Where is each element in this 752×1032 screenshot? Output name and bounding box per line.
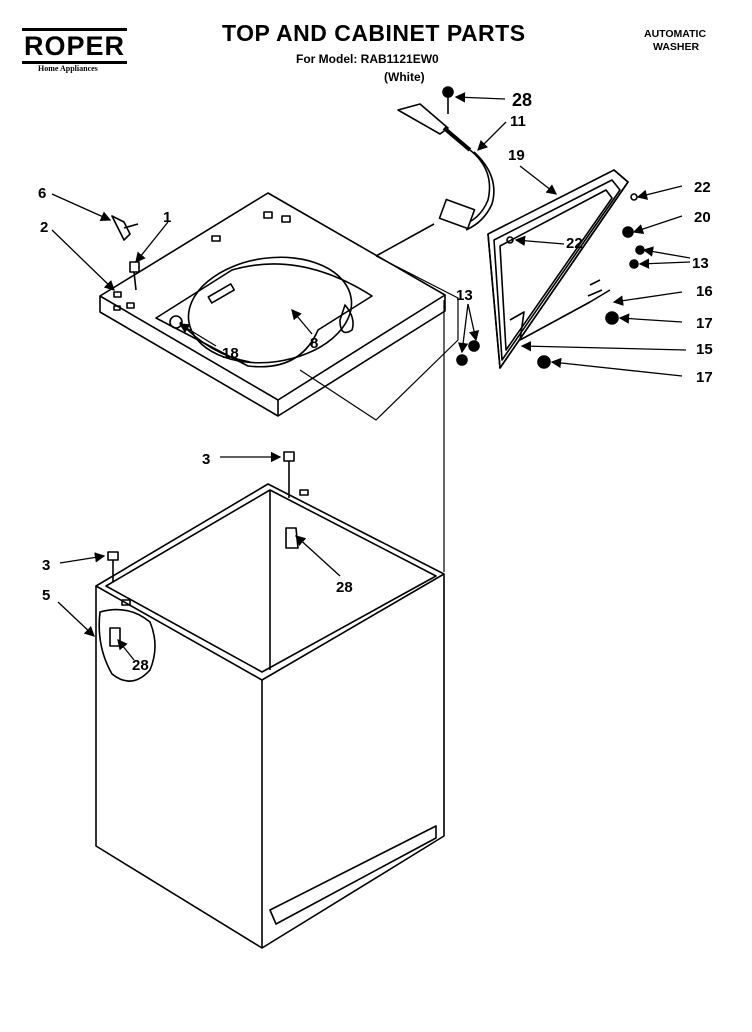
callout-11: 11 — [510, 113, 526, 130]
callout-leaders — [51, 92, 691, 661]
callout-22-right: 22 — [694, 179, 711, 196]
callout-13-right: 13 — [692, 255, 709, 272]
lid-frame-part-19 — [487, 169, 629, 369]
assembly-guide-lines — [299, 255, 459, 572]
callout-3-lower: 3 — [42, 557, 50, 574]
callout-15: 15 — [696, 341, 713, 358]
callout-8: 8 — [310, 335, 318, 352]
callout-6: 6 — [38, 185, 46, 202]
product-type-line1: AUTOMATIC — [644, 28, 707, 40]
brand-subtitle: Home Appliances — [38, 64, 98, 73]
callout-19: 19 — [508, 147, 525, 164]
callout-17-upper: 17 — [696, 315, 713, 332]
callout-28-panel: 28 — [132, 657, 149, 674]
clip-part-1 — [129, 261, 140, 291]
callout-20: 20 — [694, 209, 711, 226]
product-type-line2: WASHER — [653, 41, 700, 53]
screw-part-28-top — [442, 86, 454, 114]
callout-13-left: 13 — [456, 287, 473, 304]
callout-28-top: 28 — [512, 90, 532, 110]
callout-1: 1 — [163, 209, 171, 226]
lid-switch-wire-part-11 — [375, 103, 495, 257]
cabinet-hardware — [107, 451, 299, 647]
page-title: TOP AND CABINET PARTS — [222, 20, 526, 46]
roper-logo: ROPER — [22, 28, 128, 64]
callout-3-upper: 3 — [202, 451, 210, 468]
callout-22-inner: 22 — [566, 235, 583, 252]
hinge-bracket-part-6 — [111, 215, 139, 241]
model-number: For Model: RAB1121EW0 — [296, 52, 439, 66]
callout-18: 18 — [222, 345, 239, 362]
lid-hardware — [456, 193, 645, 369]
washer-top-panel — [99, 192, 446, 417]
model-color: (White) — [384, 70, 425, 84]
callout-16: 16 — [696, 283, 713, 300]
cabinet-part-5 — [95, 483, 445, 949]
callout-5: 5 — [42, 587, 50, 604]
callout-labels: 6 2 1 28 11 19 22 20 22 13 16 17 15 17 1… — [38, 90, 713, 674]
callout-28-cabinet: 28 — [336, 579, 353, 596]
callout-17-lower: 17 — [696, 369, 713, 386]
callout-2: 2 — [40, 219, 48, 236]
